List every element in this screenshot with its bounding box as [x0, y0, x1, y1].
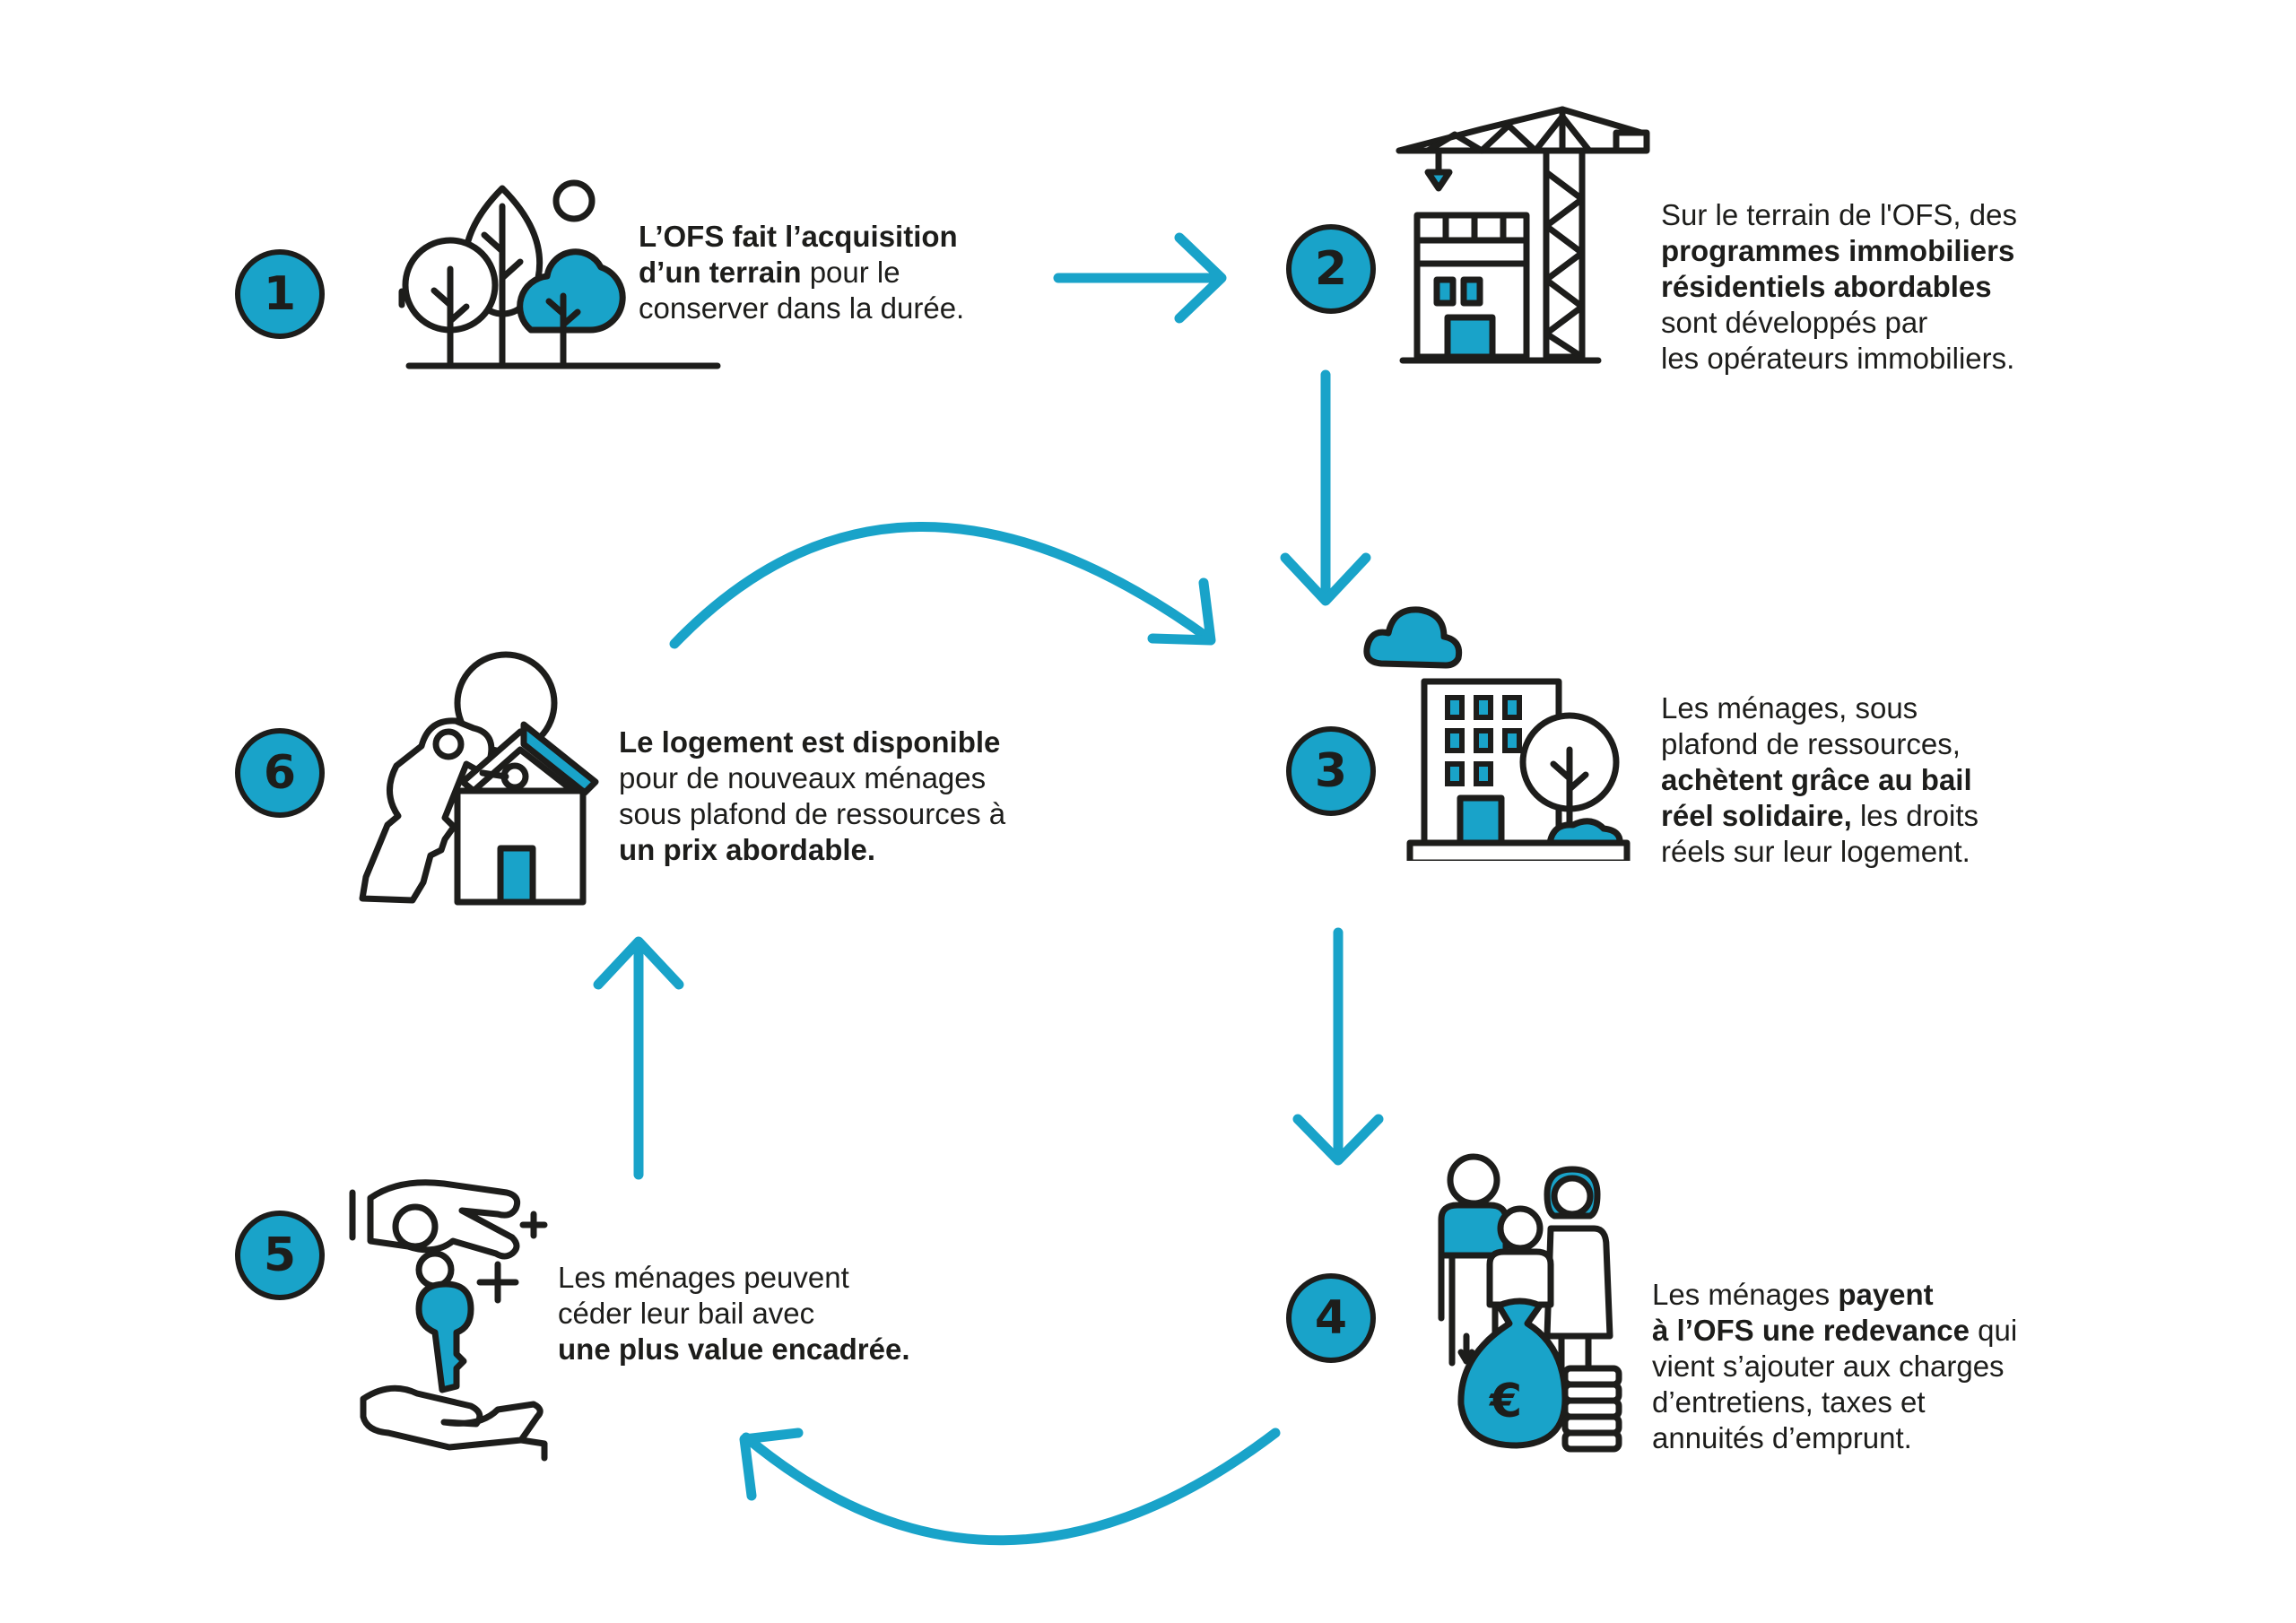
body-text: Les ménages peuvent — [558, 1261, 849, 1294]
emphasis-text: d’un terrain — [639, 256, 802, 289]
body-text: les opérateurs immobiliers. — [1661, 342, 2015, 375]
step-5-line-1: Les ménages peuvent — [558, 1260, 910, 1296]
body-text: conserver dans la durée. — [639, 291, 965, 325]
emphasis-text: résidentiels abordables — [1661, 270, 1992, 303]
body-text: pour le — [801, 256, 900, 289]
step-3-line-1: Les ménages, sous — [1661, 690, 1979, 726]
emphasis-text: à l’OFS une redevance — [1652, 1314, 1970, 1347]
emphasis-text: achètent grâce au bail — [1661, 763, 1972, 796]
step-3-line-3: achètent grâce au bail — [1661, 762, 1979, 798]
body-text: sous plafond de ressources à — [619, 797, 1006, 830]
step-5-line-3: une plus value encadrée. — [558, 1332, 910, 1367]
step-2-line-5: les opérateurs immobiliers. — [1661, 341, 2017, 377]
step-2-line-2: programmes immobiliers — [1661, 233, 2017, 269]
step-6-line-2: pour de nouveaux ménages — [619, 760, 1005, 796]
step-4-badge: 4 — [1286, 1273, 1376, 1363]
body-text: Sur le terrain de l'OFS, des — [1661, 198, 2017, 231]
emphasis-text: programmes immobiliers — [1661, 234, 2015, 267]
step-4-line-5: annuités d’emprunt. — [1652, 1420, 2017, 1456]
emphasis-text: réel solidaire, — [1661, 799, 1852, 832]
house-key-icon — [359, 651, 599, 906]
step-1-line-3: conserver dans la durée. — [639, 291, 964, 326]
step-6-line-4: un prix abordable. — [619, 832, 1005, 868]
emphasis-text: Le logement est disponible — [619, 725, 1001, 759]
step-4-line-3: vient s’ajouter aux charges — [1652, 1349, 2017, 1384]
step-5-badge: 5 — [235, 1211, 325, 1300]
step-1-line-2: d’un terrain pour le — [639, 255, 964, 291]
step-2-line-3: résidentiels abordables — [1661, 269, 2017, 305]
body-text: Les ménages — [1652, 1278, 1839, 1311]
step-3-line-5: réels sur leur logement. — [1661, 834, 1979, 870]
arrow-2-to-3 — [1280, 369, 1371, 606]
step-6-line-1: Le logement est disponible — [619, 725, 1005, 760]
step-3-line-4: réel solidaire, les droits — [1661, 798, 1979, 834]
step-4-line-2: à l’OFS une redevance qui — [1652, 1313, 2017, 1349]
step-1-badge: 1 — [235, 249, 325, 339]
arrow-1-to-2 — [1053, 232, 1227, 324]
body-text: d’entretiens, taxes et — [1652, 1385, 1926, 1419]
body-text: plafond de ressources, — [1661, 727, 1961, 760]
step-4-line-1: Les ménages payent — [1652, 1277, 2017, 1313]
step-4-line-4: d’entretiens, taxes et — [1652, 1384, 2017, 1420]
step-1-line-1: L’OFS fait l’acquisition — [639, 219, 964, 255]
key-handover-icon — [349, 1179, 548, 1462]
construction-crane-icon — [1396, 106, 1650, 364]
body-text: Les ménages, sous — [1661, 691, 1918, 725]
step-6-badge: 6 — [235, 728, 325, 818]
emphasis-text: un prix abordable. — [619, 833, 876, 866]
emphasis-text: payent — [1838, 1278, 1934, 1311]
body-text: les droits — [1851, 799, 1979, 832]
step-6-line-3: sous plafond de ressources à — [619, 796, 1005, 832]
step-3-line-2: plafond de ressources, — [1661, 726, 1979, 762]
body-text: qui — [1969, 1314, 2018, 1347]
step-2-badge: 2 — [1286, 224, 1376, 314]
arrow-5-to-6 — [593, 936, 684, 1180]
arrow-6-to-3 — [669, 522, 1216, 649]
arrow-3-to-4 — [1292, 927, 1384, 1166]
step-3-badge: 3 — [1286, 726, 1376, 816]
body-text: pour de nouveaux ménages — [619, 761, 987, 794]
body-text: céder leur bail avec — [558, 1297, 815, 1330]
body-text: réels sur leur logement. — [1661, 835, 1970, 868]
trees-icon — [398, 179, 721, 369]
arrow-4-to-5 — [739, 1428, 1281, 1546]
step-2-line-4: sont développés par — [1661, 305, 2017, 341]
family-money-bag-icon: € — [1438, 1153, 1622, 1453]
emphasis-text: L’OFS fait l’acquisition — [639, 220, 958, 253]
body-text: vient s’ajouter aux charges — [1652, 1350, 2005, 1383]
body-text: annuités d’emprunt. — [1652, 1421, 1912, 1454]
step-2-line-1: Sur le terrain de l'OFS, des — [1661, 197, 2017, 233]
body-text: sont développés par — [1661, 306, 1928, 339]
step-5-line-2: céder leur bail avec — [558, 1296, 910, 1332]
svg-text:€: € — [1489, 1375, 1522, 1428]
emphasis-text: une plus value encadrée. — [558, 1332, 910, 1366]
apartment-building-icon — [1363, 606, 1631, 861]
